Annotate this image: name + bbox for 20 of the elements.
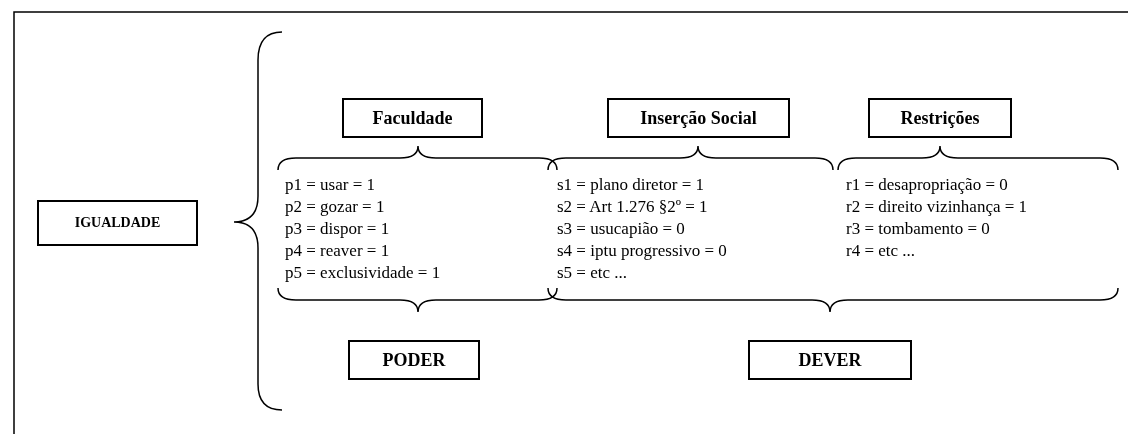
list-item: p2 = gozar = 1 (285, 197, 385, 217)
label-box: DEVER (748, 340, 912, 380)
list-item: s2 = Art 1.276 §2º = 1 (557, 197, 708, 217)
list-item: s5 = etc ... (557, 263, 628, 283)
list-item: p1 = usar = 1 (285, 175, 375, 195)
list-item: s1 = plano diretor = 1 (557, 175, 705, 195)
list-item: r3 = tombamento = 0 (846, 219, 990, 239)
list-item: r1 = desapropriação = 0 (846, 175, 1008, 195)
list-item: s4 = iptu progressivo = 0 (557, 241, 727, 261)
label-box: IGUALDADE (37, 200, 198, 246)
label-box: Faculdade (342, 98, 483, 138)
label-box: PODER (348, 340, 480, 380)
list-item: p4 = reaver = 1 (285, 241, 390, 261)
list-item: p3 = dispor = 1 (285, 219, 390, 239)
list-item: p5 = exclusividade = 1 (285, 263, 441, 283)
list-item: r2 = direito vizinhança = 1 (846, 197, 1028, 217)
list-item: s3 = usucapião = 0 (557, 219, 685, 239)
label-box: Inserção Social (607, 98, 790, 138)
list-item: r4 = etc ... (846, 241, 916, 261)
label-box: Restrições (868, 98, 1012, 138)
